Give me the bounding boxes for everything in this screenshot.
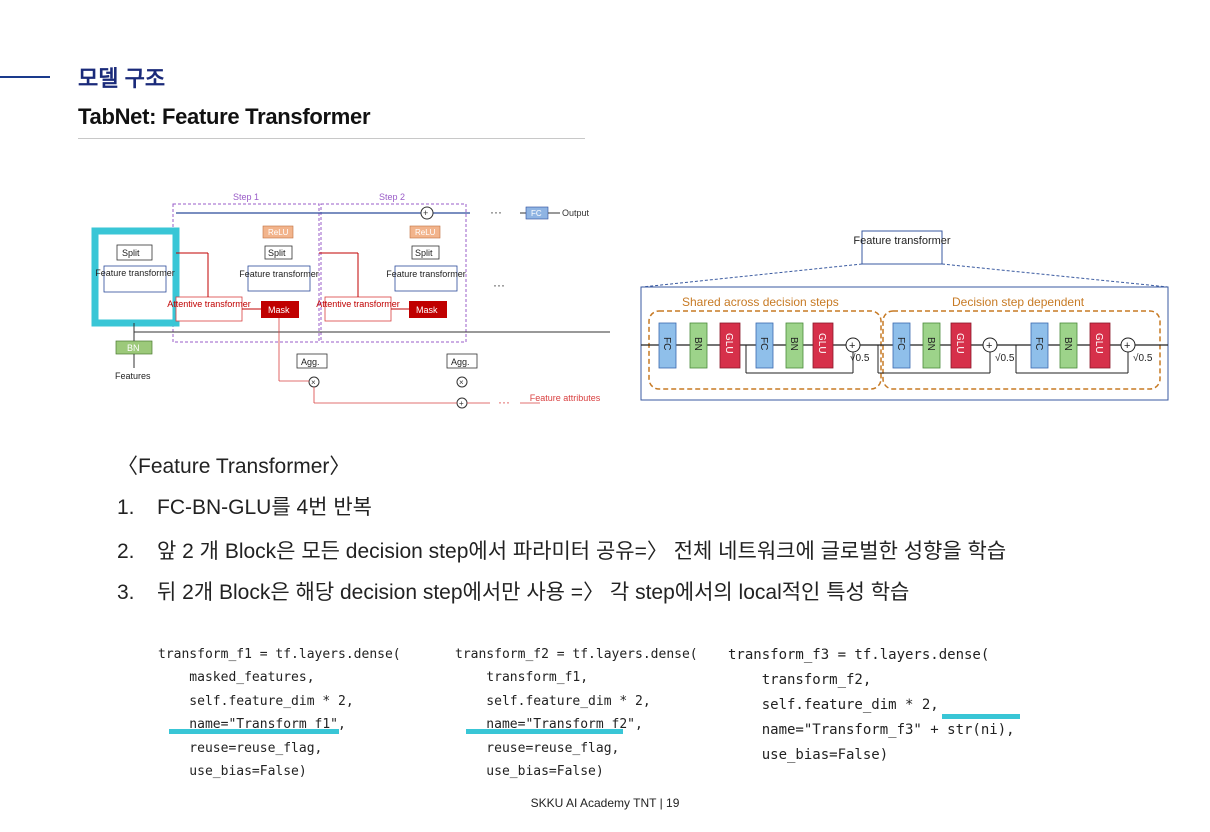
page-footer: SKKU AI Academy TNT | 19 (530, 796, 680, 810)
code-line: transform_f2 = tf.layers.dense( (455, 646, 698, 662)
list-item-text: FC-BN-GLU를 4번 반복 (157, 496, 372, 519)
dependent-label: Decision step dependent (952, 295, 1085, 309)
relu-label-1: ReLU (268, 228, 289, 237)
code-line: transform_f1 = tf.layers.dense( (158, 646, 401, 662)
ellipsis-top: ··· (490, 205, 502, 219)
attentive-label-2: Attentive transformer (316, 299, 400, 309)
code-block-2: transform_f2 = tf.layers.dense( transfor… (455, 619, 698, 807)
code-line: use_bias=False) (158, 764, 307, 779)
block-label-10: BN (1062, 337, 1073, 351)
svg-text:+: + (849, 340, 855, 352)
split-label-1: Split (268, 248, 286, 258)
ft-label-2: Feature transformer (386, 269, 466, 279)
list-item: 3. 뒤 2개 Block은 해당 decision step에서만 사용 =〉 … (117, 576, 909, 606)
step1-label: Step 1 (233, 192, 259, 202)
code-line: self.feature_dim * 2, (158, 693, 354, 709)
block-label-6: FC (895, 337, 906, 350)
page-title: TabNet: Feature Transformer (78, 104, 371, 129)
ft-box-title: Feature transformer (853, 235, 951, 247)
attentive-label-1: Attentive transformer (167, 299, 251, 309)
block-label-7: BN (925, 337, 936, 351)
code-line: reuse=reuse_flag, (455, 740, 620, 756)
output-label: Output (562, 208, 590, 218)
sqrt-label-3: √0.5 (1133, 352, 1153, 364)
code-line: transform_f1, (455, 670, 589, 685)
step2-box (320, 203, 467, 343)
block-label-0: FC (661, 337, 672, 350)
code-block-1: transform_f1 = tf.layers.dense( masked_f… (158, 619, 401, 807)
svg-text:+: + (1124, 340, 1130, 352)
list-item-number: 2. (117, 540, 135, 563)
code-line: name="Transform_f3" + str(ni), (728, 722, 1015, 738)
sqrt-label-2: √0.5 (995, 352, 1015, 364)
title-divider (78, 138, 585, 139)
ft-label-0: Feature transformer (95, 268, 175, 278)
svg-text:×: × (459, 378, 464, 387)
block-label-9: FC (1033, 337, 1044, 350)
list-item-text: 앞 2 개 Block은 모든 decision step에서 파라미터 공유=… (157, 540, 1007, 563)
tabnet-architecture-diagram: Step 1 Step 2 Split Feature transformer … (91, 192, 610, 409)
highlight-underline (466, 729, 623, 734)
code-line: transform_f2, (728, 672, 872, 688)
svg-text:+: + (459, 399, 464, 408)
code-line: use_bias=False) (455, 764, 604, 779)
mask-label-2: Mask (416, 305, 438, 315)
fc-output-label: FC (531, 209, 542, 218)
highlight-underline (942, 714, 1020, 719)
agg-label-1: Agg. (301, 357, 320, 367)
list-item-number: 1. (117, 496, 135, 519)
agg-label-2: Agg. (451, 357, 470, 367)
ft-label-1: Feature transformer (239, 269, 319, 279)
code-line: reuse=reuse_flag, (158, 740, 323, 756)
highlight-underline (169, 729, 339, 734)
sqrt-label-1: √0.5 (850, 352, 870, 364)
feature-transformer-diagram: Feature transformer Shared across decisi… (640, 230, 1169, 401)
code-line: self.feature_dim * 2, (728, 697, 939, 713)
list-item: 2. 앞 2 개 Block은 모든 decision step에서 파라미터 공… (117, 535, 1006, 565)
code-line: transform_f3 = tf.layers.dense( (728, 647, 990, 663)
code-line: masked_features, (158, 670, 315, 685)
code-line: name="Transform_f2", (455, 717, 643, 732)
code-line: use_bias=False) (728, 747, 889, 763)
header-accent-line (0, 76, 50, 78)
section-title: 모델 구조 (78, 66, 166, 91)
svg-text:+: + (423, 208, 428, 218)
split-label-2: Split (415, 248, 433, 258)
initial-transformer-highlight (91, 227, 180, 327)
bn-label: BN (127, 343, 140, 353)
svg-text:+: + (986, 340, 992, 352)
block-label-3: FC (758, 337, 769, 350)
mask-label-1: Mask (268, 305, 290, 315)
code-line: name="Transform_f1", (158, 717, 346, 732)
split-label-0: Split (122, 248, 140, 258)
list-item-number: 3. (117, 581, 135, 604)
step1-box (172, 203, 320, 343)
list-item: 1. FC-BN-GLU를 4번 반복 (117, 491, 372, 521)
block-label-4: BN (788, 337, 799, 351)
ellipsis-bottom: ··· (498, 395, 510, 409)
svg-text:×: × (311, 378, 316, 387)
step2-label: Step 2 (379, 192, 405, 202)
code-line: self.feature_dim * 2, (455, 693, 651, 709)
content-title: 〈Feature Transformer〉 (117, 455, 351, 478)
relu-label-2: ReLU (415, 228, 436, 237)
ellipsis-mid: ··· (493, 278, 505, 292)
block-label-11: GLU (1093, 333, 1104, 354)
features-label: Features (115, 371, 151, 381)
block-label-2: GLU (723, 333, 734, 354)
feature-attributes-label: Feature attributes (530, 393, 601, 403)
block-label-1: BN (692, 337, 703, 351)
block-label-5: GLU (816, 333, 827, 354)
shared-label: Shared across decision steps (682, 295, 839, 309)
block-label-8: GLU (954, 333, 965, 354)
code-block-3: transform_f3 = tf.layers.dense( transfor… (728, 618, 1015, 793)
list-item-text: 뒤 2개 Block은 해당 decision step에서만 사용 =〉 각 … (157, 581, 910, 604)
